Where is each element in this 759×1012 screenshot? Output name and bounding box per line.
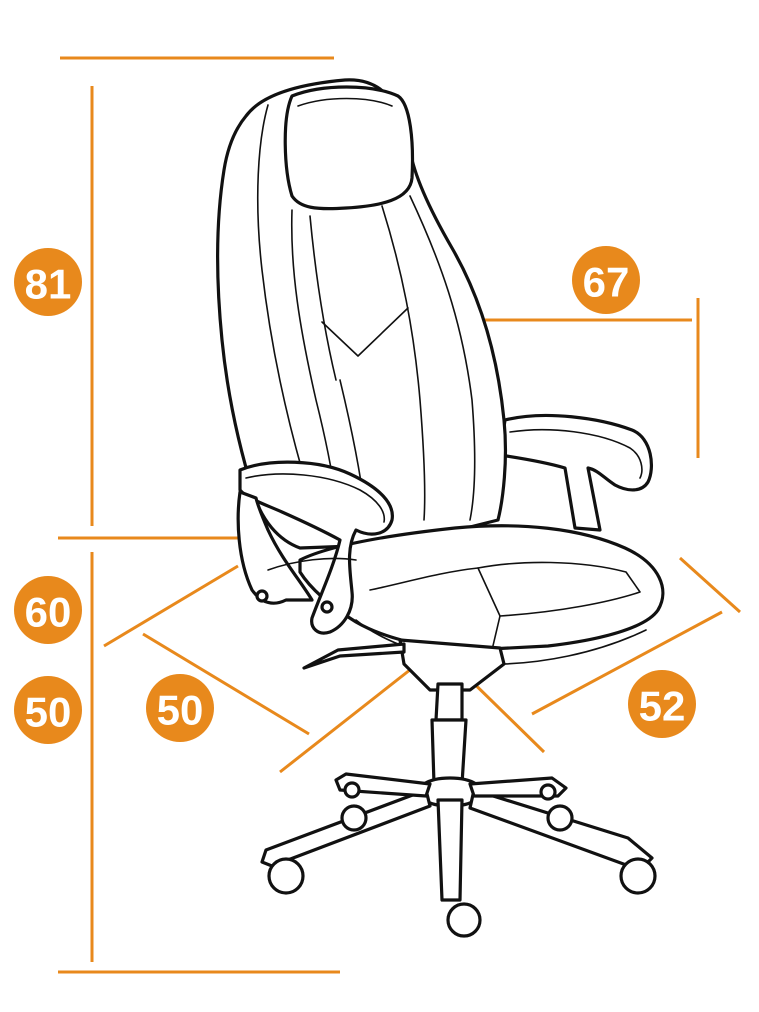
caster-back-center-right	[539, 783, 557, 801]
lumbar-chevron	[321, 307, 409, 357]
seat-depth-line	[531, 610, 723, 716]
caster-front	[446, 902, 482, 938]
badge-circle	[14, 576, 82, 644]
backrest-center-left	[309, 215, 337, 381]
badge-label: 50	[25, 689, 72, 736]
headrest	[283, 85, 415, 211]
backrest-center-right	[381, 205, 426, 521]
armrest-bolt	[255, 589, 269, 603]
left-armrest	[238, 460, 394, 635]
badge-label: 50	[157, 687, 204, 734]
seat-depth-back-tick	[678, 556, 742, 614]
headrest-inner-line	[297, 97, 393, 107]
badge-label: 60	[25, 589, 72, 636]
badge-circle	[146, 674, 214, 742]
caster-left	[267, 857, 305, 895]
seat-panel-seam	[491, 615, 501, 651]
left-armrest-support	[236, 490, 314, 605]
seat-width-line	[142, 632, 310, 736]
backrest-left-panel	[256, 104, 303, 471]
backrest-right-panel	[409, 195, 476, 521]
base-leg-front	[436, 798, 464, 902]
badge-circle	[628, 670, 696, 738]
badge-circle	[14, 676, 82, 744]
badge-backrest-height: 81	[14, 248, 82, 316]
armrest-seat-join	[267, 557, 357, 571]
gas-lift-column	[434, 682, 464, 722]
badge-circle	[14, 248, 82, 316]
badge-armrest-width: 67	[572, 246, 640, 314]
right-armrest-pad-line	[509, 428, 643, 479]
gas-lift-cylinder	[430, 718, 468, 786]
seat-width-front-right	[279, 660, 421, 774]
left-armrest-pad-line	[245, 473, 386, 523]
seat-left-seam	[369, 567, 479, 591]
seat-center-panel	[477, 561, 641, 617]
badge-seat-depth: 52	[628, 670, 696, 738]
badge-label: 81	[25, 261, 72, 308]
caster-back-center-left	[343, 781, 361, 799]
badge-seat-width: 50	[146, 674, 214, 742]
caster-right	[619, 857, 657, 895]
height-lever	[302, 642, 406, 670]
badge-label: 67	[583, 259, 630, 306]
tilt-mechanism	[398, 638, 506, 692]
badge-circle	[572, 246, 640, 314]
office-chair-icon	[216, 78, 665, 938]
caster-back-right	[546, 804, 574, 832]
badge-seat-height-min: 50	[14, 676, 82, 744]
seat-width-front-left	[103, 564, 239, 648]
seat-cushion	[298, 524, 665, 652]
right-armrest	[498, 413, 654, 532]
badge-seat-height-max: 60	[14, 576, 82, 644]
badge-label: 52	[639, 683, 686, 730]
caster-back-left	[340, 804, 368, 832]
armrest-bolt-lower	[320, 600, 334, 614]
